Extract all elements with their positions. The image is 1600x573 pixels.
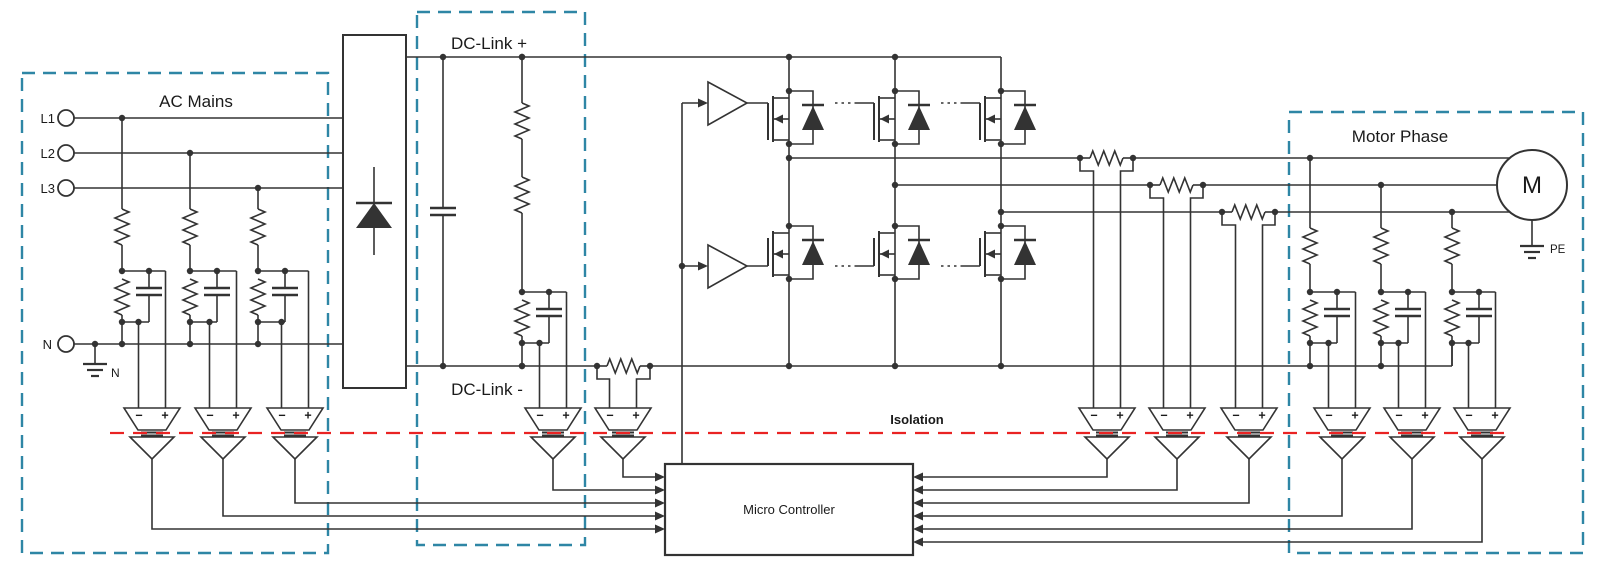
signal-to-mcu-right	[913, 459, 1178, 495]
schematic-labels: AC Mains L1 L2 L3 N N DC-Link + DC-Link …	[41, 34, 1566, 517]
ac-voltage-sense-1	[112, 114, 167, 408]
terminal-label-n: N	[43, 337, 52, 352]
mosfet-low-2	[873, 222, 930, 283]
dc-link-plus-label: DC-Link +	[451, 34, 527, 53]
ac-voltage-sense-3	[248, 184, 310, 408]
signal-to-mcu-left	[222, 459, 665, 521]
ac-voltage-sense-2	[180, 149, 238, 408]
mosfet-high-3	[979, 87, 1036, 148]
gate-driver-low	[707, 243, 749, 290]
amp-minus-label: −	[135, 409, 142, 423]
amp-minus-label: −	[1160, 409, 1167, 423]
motor	[1496, 149, 1568, 260]
amp-minus-label: −	[606, 409, 613, 423]
amp-minus-label: −	[1325, 409, 1332, 423]
motor-voltage-sense-1	[1300, 154, 1357, 408]
motor-m-label: M	[1522, 172, 1542, 199]
dc-current-sense	[593, 356, 654, 408]
isolation-amp-dc-link-current: −+	[593, 407, 653, 461]
isolation-amp-motor-voltage-1: −+	[1312, 407, 1372, 461]
ac-mains-title: AC Mains	[159, 92, 233, 111]
amp-minus-label: −	[206, 409, 213, 423]
amp-plus-label: +	[304, 409, 311, 423]
amp-plus-label: +	[1491, 409, 1498, 423]
half-bridge-1	[767, 57, 824, 370]
gate-driver-high	[707, 80, 749, 127]
amp-plus-label: +	[1186, 409, 1193, 423]
amp-plus-label: +	[1351, 409, 1358, 423]
terminal-label-l3: L3	[41, 181, 55, 196]
amp-plus-label: +	[632, 409, 639, 423]
rectifier-block	[342, 34, 407, 389]
phase-3	[1001, 202, 1515, 408]
schematic-geometry: −+−+−+−+−+−+−+−+−+−+−+	[20, 10, 1585, 557]
isolation-amp-phase-current-1: −+	[1077, 407, 1137, 461]
terminal-l3	[57, 179, 343, 197]
micro-controller-label: Micro Controller	[743, 502, 835, 517]
amp-minus-label: −	[278, 409, 285, 423]
signal-to-mcu-left	[294, 459, 665, 508]
phase-2	[895, 175, 1500, 408]
mosfet-low-3	[979, 222, 1036, 283]
half-bridge-2	[873, 57, 930, 370]
amp-plus-label: +	[562, 409, 569, 423]
isolation-label: Isolation	[890, 412, 944, 427]
dc-link-section	[406, 53, 1453, 408]
amp-plus-label: +	[1258, 409, 1265, 423]
terminal-label-l2: L2	[41, 146, 55, 161]
amp-minus-label: −	[1465, 409, 1472, 423]
signal-to-mcu-right	[913, 459, 1483, 547]
half-bridge-3	[979, 57, 1036, 370]
motor-voltage-sense-3	[1442, 208, 1497, 408]
isolation-amp-dc-link-voltage: −+	[523, 407, 583, 461]
amp-minus-label: −	[1232, 409, 1239, 423]
dc-link-capacitor	[430, 57, 456, 366]
amp-plus-label: +	[232, 409, 239, 423]
isolation-amp-ac-l1: −+	[122, 407, 182, 461]
signal-to-mcu-right	[913, 459, 1413, 534]
mosfet-high-2	[873, 87, 930, 148]
isolation-amp-ac-l3: −+	[265, 407, 325, 461]
ac-mains-box	[20, 71, 330, 555]
signal-to-mcu-right	[913, 459, 1343, 521]
isolation-amp-ac-l2: −+	[193, 407, 253, 461]
motor-voltage-sense	[1300, 154, 1497, 408]
terminal-l1	[57, 109, 343, 127]
motor-phase-box	[1287, 110, 1585, 555]
neutral-ground-label: N	[111, 366, 120, 380]
terminal-label-l1: L1	[41, 111, 55, 126]
pe-ground	[1520, 244, 1544, 260]
signal-to-mcu-right	[913, 459, 1108, 482]
amp-plus-label: +	[1421, 409, 1428, 423]
motor-voltage-sense-2	[1371, 181, 1427, 408]
isolation-amp-motor-voltage-3: −+	[1452, 407, 1512, 461]
amp-minus-label: −	[1090, 409, 1097, 423]
terminal-n	[57, 335, 343, 353]
phase-lines	[789, 148, 1515, 408]
micro-controller-block	[151, 459, 1483, 557]
pe-ground-label: PE	[1550, 244, 1566, 256]
signal-to-mcu-left	[622, 459, 665, 482]
section-boxes	[20, 10, 1585, 555]
phase-1	[789, 148, 1515, 408]
amp-minus-label: −	[536, 409, 543, 423]
amp-minus-label: −	[1395, 409, 1402, 423]
amp-plus-label: +	[1116, 409, 1123, 423]
gate-drive	[678, 80, 980, 464]
ac-mains-section	[57, 109, 343, 408]
isolation-amp-motor-voltage-2: −+	[1382, 407, 1442, 461]
motor-phase-title: Motor Phase	[1352, 127, 1448, 146]
dc-link-box	[415, 10, 587, 547]
signal-to-mcu-right	[913, 459, 1250, 508]
amp-plus-label: +	[161, 409, 168, 423]
mosfet-low-1	[767, 222, 824, 283]
signal-to-mcu-left	[552, 459, 665, 495]
terminal-l2	[57, 144, 343, 162]
dc-voltage-sense	[512, 53, 568, 408]
dc-link-minus-label: DC-Link -	[451, 380, 523, 399]
signal-to-mcu-left	[151, 459, 665, 534]
mosfet-high-1	[767, 87, 824, 148]
